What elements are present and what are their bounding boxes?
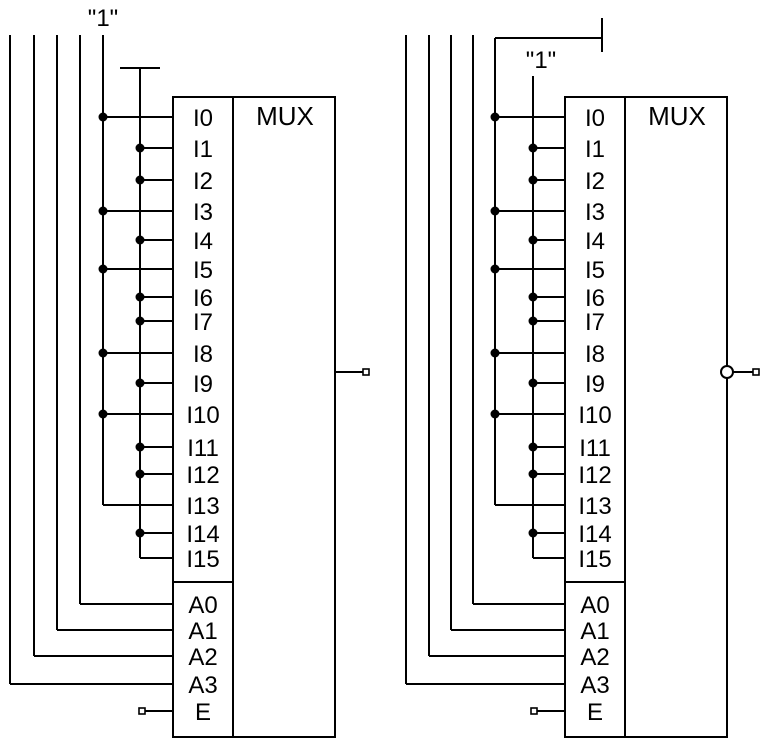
junction-dot (98, 206, 108, 216)
input-label-i4: I4 (585, 228, 605, 255)
input-label-i15: I15 (186, 546, 219, 573)
junction-dot (490, 264, 500, 274)
input-label-i10: I10 (578, 402, 611, 429)
junction-dot (528, 175, 538, 185)
junction-dot (528, 378, 538, 388)
junction-dot (490, 112, 500, 122)
input-label-i9: I9 (193, 371, 213, 398)
input-label-i3: I3 (193, 199, 213, 226)
constant-one-label: "1" (88, 5, 118, 32)
output-terminal-icon (362, 368, 370, 376)
junction-dot (528, 292, 538, 302)
output-terminal-icon (752, 368, 760, 376)
junction-dot (135, 175, 145, 185)
select-label-a2: A2 (580, 644, 609, 671)
junction-dot (135, 292, 145, 302)
enable-label: E (587, 699, 603, 726)
junction-dot (135, 469, 145, 479)
input-label-i14: I14 (578, 521, 611, 548)
input-label-i14: I14 (186, 521, 219, 548)
input-label-i6: I6 (585, 285, 605, 312)
constant-one-label: "1" (526, 47, 556, 74)
input-label-i15: I15 (578, 546, 611, 573)
input-label-i10: I10 (186, 402, 219, 429)
junction-dot (135, 442, 145, 452)
enable-terminal-icon (530, 707, 538, 715)
input-label-i3: I3 (585, 199, 605, 226)
mux-title: MUX (256, 101, 314, 131)
junction-dot (528, 316, 538, 326)
input-label-i9: I9 (585, 371, 605, 398)
junction-dot (528, 235, 538, 245)
input-label-i8: I8 (585, 341, 605, 368)
mux-title: MUX (648, 101, 706, 131)
input-label-i12: I12 (578, 462, 611, 489)
junction-dot (98, 348, 108, 358)
mux-block (564, 96, 728, 738)
input-label-i11: I11 (579, 435, 611, 462)
mux-circuit-right: "1"MUXI0I1I2I3I4I5I6I7I8I9I10I11I12I13I1… (405, 18, 760, 738)
select-label-a2: A2 (188, 644, 217, 671)
junction-dot (135, 378, 145, 388)
junction-dot (135, 528, 145, 538)
junction-dot (98, 112, 108, 122)
select-label-a3: A3 (580, 672, 609, 699)
input-label-i13: I13 (578, 493, 611, 520)
inverted-output-bubble-icon (720, 365, 734, 379)
mux-block (172, 96, 336, 738)
junction-dot (490, 348, 500, 358)
select-label-a0: A0 (580, 592, 609, 619)
junction-dot (135, 235, 145, 245)
input-label-i6: I6 (193, 285, 213, 312)
input-label-i8: I8 (193, 341, 213, 368)
input-label-i0: I0 (193, 105, 213, 132)
junction-dot (135, 143, 145, 153)
junction-dot (528, 528, 538, 538)
input-label-i7: I7 (193, 309, 213, 336)
input-label-i12: I12 (186, 462, 219, 489)
mux-circuit-left: "1"MUXI0I1I2I3I4I5I6I7I8I9I10I11I12I13I1… (9, 5, 370, 738)
junction-dot (98, 264, 108, 274)
junction-dot (490, 409, 500, 419)
input-label-i1: I1 (585, 136, 605, 163)
select-label-a1: A1 (580, 618, 609, 645)
junction-dot (135, 316, 145, 326)
enable-terminal-icon (138, 707, 146, 715)
junction-dot (98, 409, 108, 419)
select-label-a3: A3 (188, 672, 217, 699)
junction-dot (528, 442, 538, 452)
input-label-i0: I0 (585, 105, 605, 132)
junction-dot (490, 206, 500, 216)
input-label-i13: I13 (186, 493, 219, 520)
select-label-a0: A0 (188, 592, 217, 619)
input-label-i11: I11 (187, 435, 219, 462)
junction-dot (528, 469, 538, 479)
input-label-i5: I5 (193, 257, 213, 284)
input-label-i5: I5 (585, 257, 605, 284)
enable-label: E (195, 699, 211, 726)
input-label-i7: I7 (585, 309, 605, 336)
input-label-i2: I2 (193, 168, 213, 195)
input-label-i4: I4 (193, 228, 213, 255)
input-label-i1: I1 (193, 136, 213, 163)
select-label-a1: A1 (188, 618, 217, 645)
input-label-i2: I2 (585, 168, 605, 195)
junction-dot (528, 143, 538, 153)
